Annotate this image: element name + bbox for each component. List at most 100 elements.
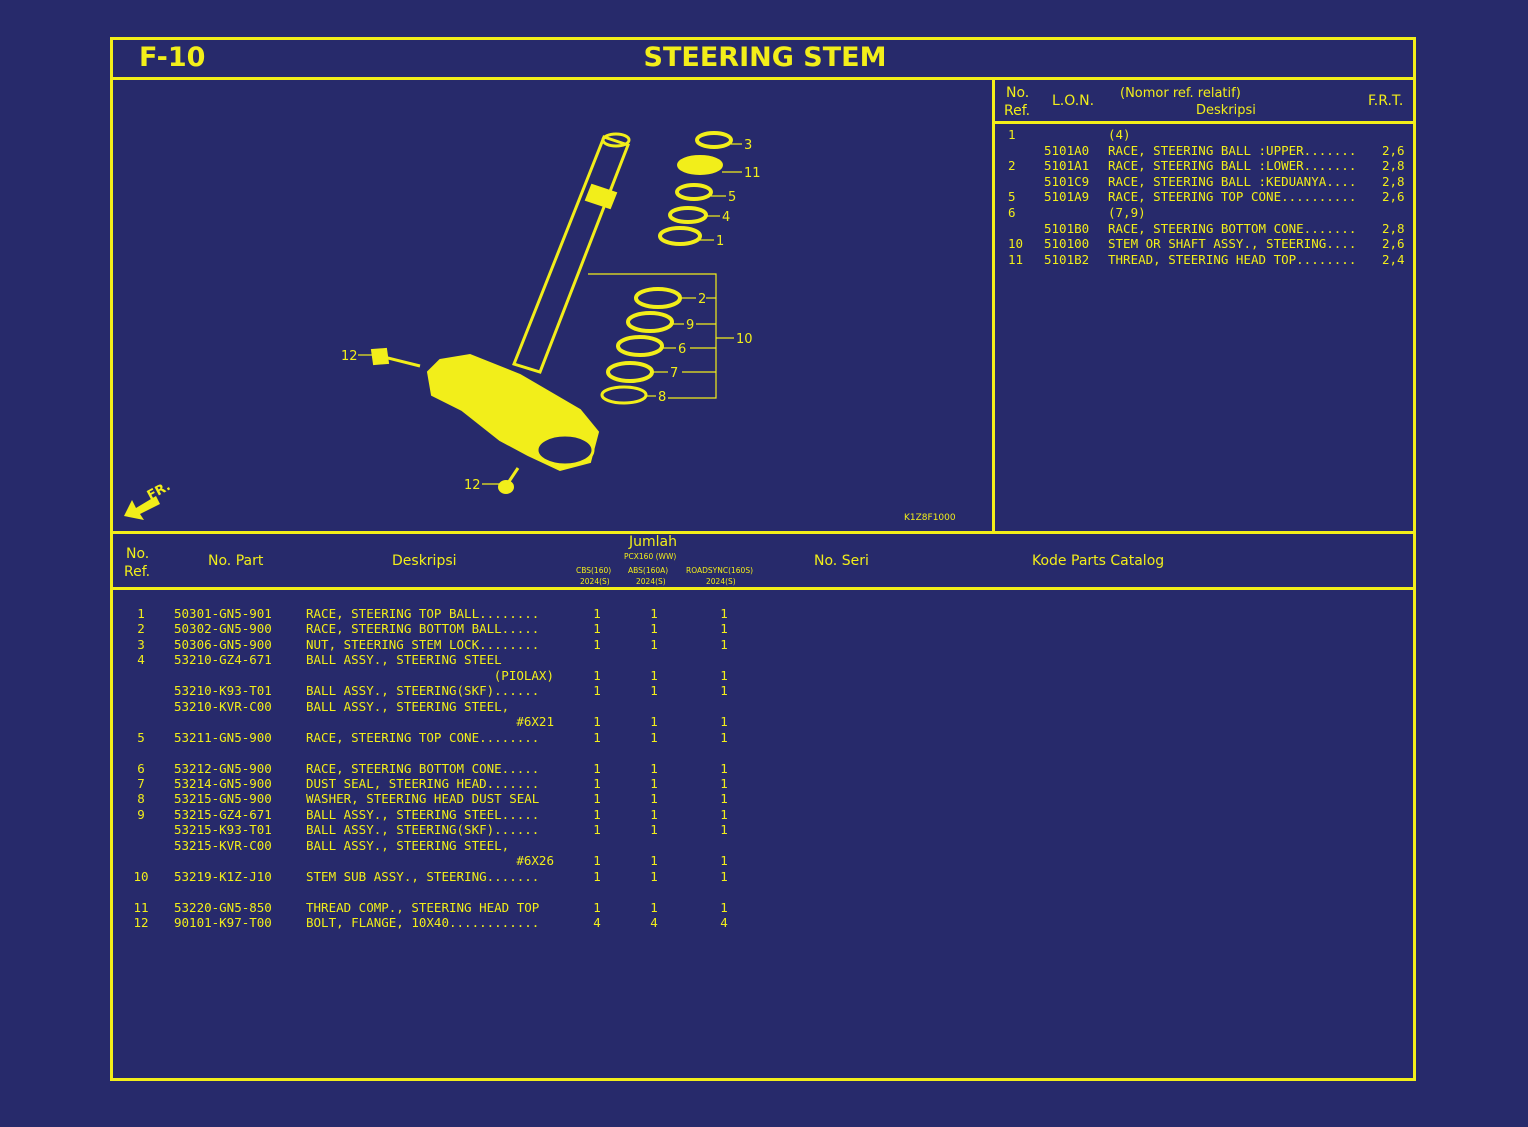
qty-abs: 4: [650, 915, 658, 930]
part-ref: 12: [133, 915, 149, 930]
qty-abs: 1: [650, 822, 658, 838]
part-description: BALL ASSY., STEERING(SKF)......: [306, 683, 540, 699]
lon-header-ref-2: Ref.: [1004, 103, 1031, 119]
part-2-race: [634, 287, 682, 309]
part-description: STEM SUB ASSY., STEERING.......: [306, 868, 540, 884]
parts-header-catalog: Kode Parts Catalog: [1032, 553, 1165, 569]
qty-roadsync: 1: [720, 636, 728, 652]
qty-abs: 1: [650, 714, 658, 730]
lon-desc: THREAD, STEERING HEAD TOP........: [1108, 251, 1357, 267]
lon-code: 510100: [1044, 236, 1090, 252]
part-number: 53210-K93-T01: [174, 683, 272, 699]
part-description: BALL ASSY., STEERING STEEL.....: [306, 806, 540, 822]
part-number: 50301-GN5-901: [174, 606, 272, 621]
page-code: F-10: [139, 42, 206, 73]
lon-ref: 11: [1008, 251, 1024, 267]
part-description: THREAD COMP., STEERING HEAD TOP: [306, 899, 540, 915]
part-description: WASHER, STEERING HEAD DUST SEAL: [306, 791, 540, 807]
part-description: NUT, STEERING STEM LOCK........: [306, 636, 540, 652]
qty-roadsync: 1: [720, 606, 728, 621]
part-ref: 7: [137, 775, 145, 791]
lon-header-relative: (Nomor ref. relatif): [1120, 86, 1241, 101]
qty-abs: 1: [650, 606, 658, 621]
part-description: RACE, STEERING TOP BALL........: [306, 606, 540, 621]
lon-desc: RACE, STEERING BALL :LOWER.......: [1108, 158, 1357, 174]
part-description: #6X21: [516, 714, 554, 730]
part-number: 53215-KVR-C00: [174, 837, 272, 853]
qty-cbs: 1: [593, 791, 601, 807]
lon-code: 5101B0: [1044, 220, 1090, 236]
qty-cbs: 1: [593, 822, 601, 838]
part-description: BOLT, FLANGE, 10X40............: [306, 915, 540, 930]
table-row: 53210-K93-T01 BALL ASSY., STEERING(SKF)..…: [0, 683, 1528, 699]
lon-row: 1(4): [0, 127, 1528, 143]
qty-cbs: 4: [593, 915, 601, 930]
section-divider: [110, 531, 1416, 534]
part-ref: 3: [137, 636, 145, 652]
part-9-balls: [626, 311, 674, 333]
lon-frt: 2,8: [1382, 220, 1405, 236]
lon-code: 5101C9: [1044, 173, 1090, 189]
part-description: BALL ASSY., STEERING STEEL: [306, 652, 502, 668]
callout-12-lower: 12: [464, 478, 481, 493]
qty-abs: 1: [650, 760, 658, 776]
bolt-lower-head: [498, 480, 514, 494]
part-description: RACE, STEERING BOTTOM CONE.....: [306, 760, 540, 776]
parts-header-col2-a: ABS(160A): [628, 566, 669, 575]
part-11-thread: [677, 155, 723, 175]
stem-top: [601, 132, 631, 148]
qty-roadsync: 1: [720, 729, 728, 745]
qty-abs: 1: [650, 729, 658, 745]
qty-cbs: 1: [593, 806, 601, 822]
part-number: 53210-KVR-C00: [174, 698, 272, 714]
part-description: (PIOLAX): [493, 667, 554, 683]
qty-abs: 1: [650, 899, 658, 915]
part-description: BALL ASSY., STEERING(SKF)......: [306, 822, 540, 838]
part-4-balls: [668, 206, 708, 224]
title-divider: [110, 77, 1416, 80]
qty-roadsync: 1: [720, 791, 728, 807]
parts-header-col1-a: CBS(160): [576, 566, 612, 575]
page-title: STEERING STEM: [643, 42, 887, 73]
qty-roadsync: 1: [720, 868, 728, 884]
table-row: 1 50301-GN5-901 RACE, STEERING TOP BALL...…: [0, 606, 1528, 622]
part-8-washer: [600, 385, 648, 405]
part-description: BALL ASSY., STEERING STEEL,: [306, 698, 510, 714]
lon-frt: 2,8: [1382, 173, 1405, 189]
part-number: 50306-GN5-900: [174, 636, 272, 652]
part-1-race: [658, 226, 702, 246]
callout-10: 10: [736, 332, 753, 347]
callout-7: 7: [670, 366, 678, 381]
qty-cbs: 1: [593, 683, 601, 699]
lon-frt: 2,6: [1382, 189, 1405, 205]
qty-roadsync: 1: [720, 683, 728, 699]
qty-abs: 1: [650, 868, 658, 884]
qty-roadsync: 1: [720, 899, 728, 915]
part-number: 53210-GZ4-671: [174, 652, 272, 668]
parts-header-col3-b: 2024(S): [706, 577, 736, 586]
lon-frt: 2,6: [1382, 142, 1405, 158]
stem-shaft: [512, 135, 630, 374]
qty-cbs: 1: [593, 729, 601, 745]
lon-header-desc: Deskripsi: [1196, 103, 1256, 118]
parts-header-ref-1: No.: [126, 546, 150, 562]
lon-ref: 2: [1008, 158, 1016, 174]
lon-ref: 1: [1008, 127, 1016, 142]
qty-abs: 1: [650, 791, 658, 807]
qty-abs: 1: [650, 636, 658, 652]
lon-desc: RACE, STEERING BALL :KEDUANYA....: [1108, 173, 1357, 189]
lon-row: 6(7,9): [0, 205, 1528, 221]
